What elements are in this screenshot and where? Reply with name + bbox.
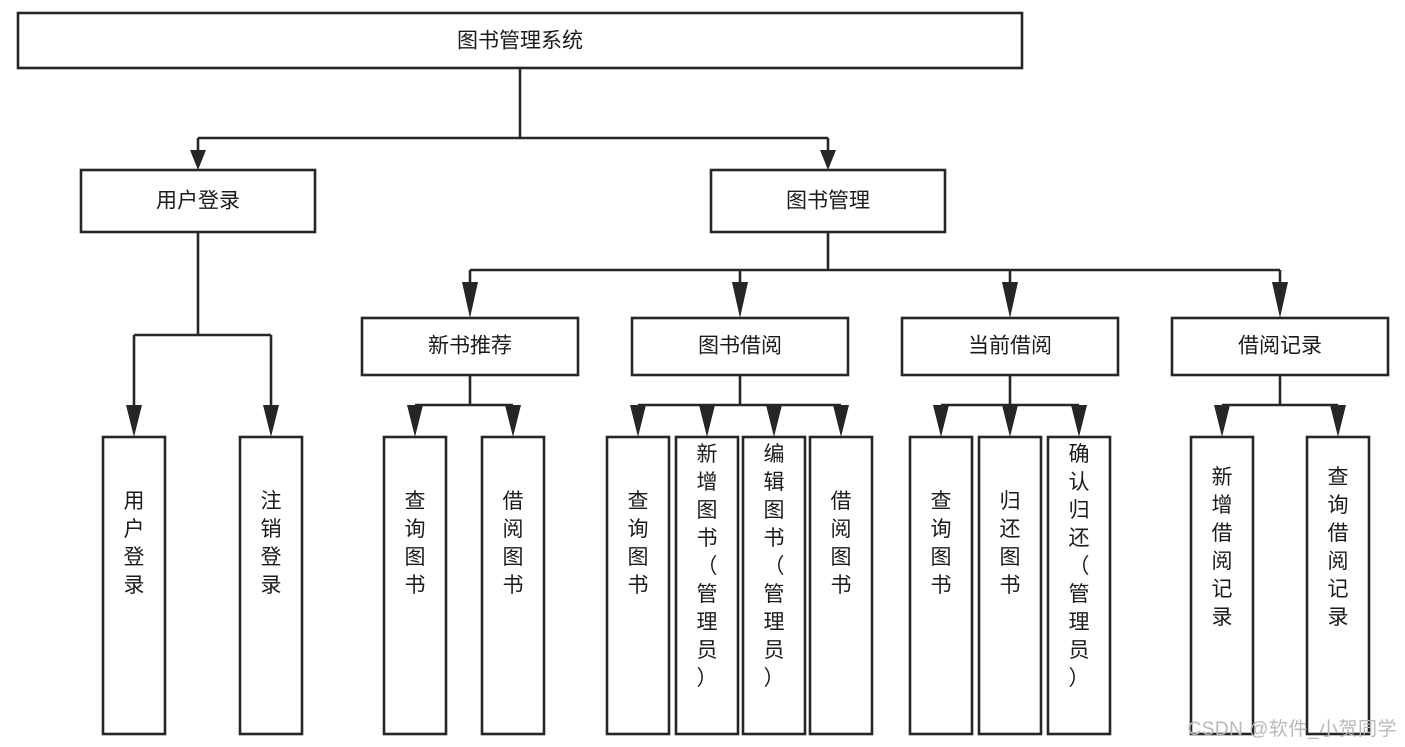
arrow-head-icon (820, 150, 836, 170)
arrow-head-icon (1071, 405, 1087, 437)
arrow-head-icon (732, 282, 748, 318)
node-leaf-query-book-c-label: 查询图书 (931, 490, 952, 597)
node-leaf-edit-book-label: 编辑图书（管理员） (764, 443, 785, 690)
node-book-manage[interactable]: 图书管理 (709, 168, 947, 234)
arrow-head-icon (1214, 405, 1230, 437)
node-book-manage-label: 图书管理 (786, 190, 870, 213)
connector-borrow-record-to-leaves (1214, 375, 1346, 437)
node-user-login-label: 用户登录 (156, 190, 240, 213)
node-leaf-query-borrow-record-label: 查询借阅记录 (1328, 466, 1349, 629)
node-leaf-user-login-label: 用户登录 (124, 490, 145, 597)
node-leaf-edit-book[interactable]: 编辑图书（管理员） (741, 435, 807, 736)
node-leaf-query-book-b[interactable]: 查询图书 (605, 435, 671, 736)
node-root[interactable]: 图书管理系统 (16, 11, 1024, 70)
node-leaf-query-book-a-label: 查询图书 (405, 490, 426, 597)
node-new-book-rec-label: 新书推荐 (428, 335, 512, 358)
arrow-head-icon (1330, 405, 1346, 437)
node-leaf-add-book-label: 新增图书（管理员） (697, 443, 718, 690)
node-leaf-query-book-c[interactable]: 查询图书 (908, 435, 974, 736)
connector-current-borrow-to-leaves (933, 375, 1087, 437)
node-book-borrow[interactable]: 图书借阅 (630, 316, 850, 377)
arrow-head-icon (1002, 282, 1018, 318)
arrow-head-icon (933, 405, 949, 437)
arrow-head-icon (505, 405, 521, 437)
csdn-watermark: CSDN @软件_小贺同学 (1187, 719, 1397, 740)
node-leaf-query-book-a[interactable]: 查询图书 (382, 435, 448, 736)
node-leaf-logout-label: 注销登录 (261, 490, 282, 597)
arrow-head-icon (190, 150, 206, 170)
node-current-borrow[interactable]: 当前借阅 (900, 316, 1120, 377)
node-leaf-add-book[interactable]: 新增图书（管理员） (674, 435, 740, 736)
arrow-head-icon (126, 405, 142, 437)
node-user-login[interactable]: 用户登录 (79, 168, 317, 234)
arrow-head-icon (462, 282, 478, 318)
connector-user-login-to-leaves (126, 232, 279, 437)
connector-new-book-rec-to-leaves (407, 375, 521, 437)
node-leaf-confirm-return-label: 确认归还（管理员） (1069, 443, 1090, 690)
node-borrow-record-label: 借阅记录 (1238, 335, 1322, 358)
node-leaf-query-book-b-label: 查询图书 (628, 490, 649, 597)
connector-book-borrow-to-leaves (630, 375, 849, 437)
node-leaf-borrow-book-b-label: 借阅图书 (831, 490, 852, 597)
arrow-head-icon (766, 405, 782, 437)
arrow-head-icon (699, 405, 715, 437)
node-leaf-borrow-book-b[interactable]: 借阅图书 (808, 435, 874, 736)
node-borrow-record[interactable]: 借阅记录 (1170, 316, 1390, 377)
node-leaf-query-borrow-record[interactable]: 查询借阅记录 (1305, 435, 1371, 736)
arrow-head-icon (1272, 282, 1288, 318)
connector-book-manage-to-level3 (462, 232, 1288, 318)
arrow-head-icon (630, 405, 646, 437)
node-leaf-borrow-book-a-label: 借阅图书 (503, 490, 524, 597)
arrow-head-icon (833, 405, 849, 437)
node-leaf-add-borrow-record-label: 新增借阅记录 (1212, 466, 1233, 629)
connector-root-to-level2 (190, 68, 836, 170)
arrow-head-icon (1002, 405, 1018, 437)
node-leaf-add-borrow-record[interactable]: 新增借阅记录 (1189, 435, 1255, 736)
node-book-borrow-label: 图书借阅 (698, 335, 782, 358)
node-new-book-rec[interactable]: 新书推荐 (360, 316, 580, 377)
arrow-head-icon (407, 405, 423, 437)
node-root-label: 图书管理系统 (457, 30, 583, 53)
node-leaf-return-book[interactable]: 归还图书 (977, 435, 1043, 736)
arrow-head-icon (263, 405, 279, 437)
node-leaf-user-login[interactable]: 用户登录 (101, 435, 167, 736)
node-leaf-logout[interactable]: 注销登录 (238, 435, 304, 736)
node-current-borrow-label: 当前借阅 (968, 335, 1052, 358)
node-leaf-return-book-label: 归还图书 (1000, 490, 1021, 597)
node-leaf-confirm-return[interactable]: 确认归还（管理员） (1046, 435, 1112, 736)
node-leaf-borrow-book-a[interactable]: 借阅图书 (480, 435, 546, 736)
